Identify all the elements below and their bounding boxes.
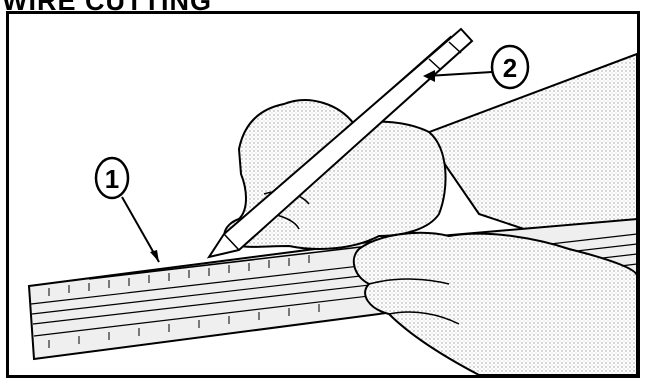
- callout-1-label: 1: [105, 164, 119, 194]
- wire-cutting-illustration: 1 2: [9, 14, 637, 375]
- illustration-frame: 1 2: [6, 11, 640, 378]
- callout-1: 1: [96, 158, 159, 262]
- callout-2-label: 2: [503, 53, 517, 83]
